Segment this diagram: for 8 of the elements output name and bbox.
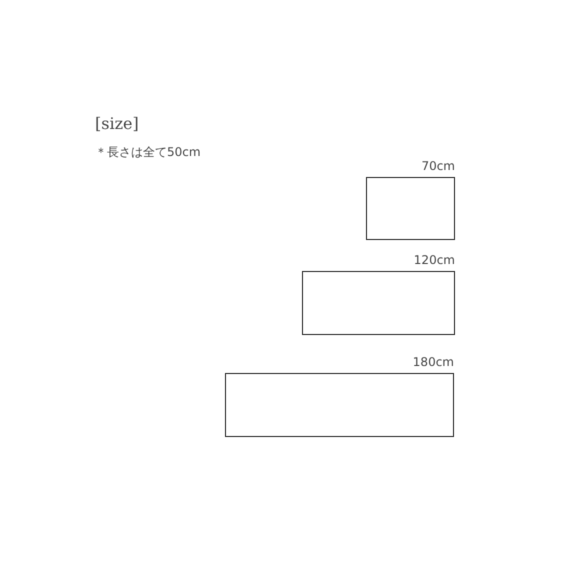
dimension-label: 70cm — [421, 159, 455, 173]
dimension-label: 120cm — [414, 253, 455, 267]
size-rectangle — [366, 177, 455, 240]
size-rectangle — [225, 373, 454, 437]
size-rectangle — [302, 271, 455, 335]
dimension-label: 180cm — [412, 355, 454, 369]
note-text: ＊長さは全て50cm — [95, 144, 201, 161]
title: [size] — [95, 114, 139, 133]
